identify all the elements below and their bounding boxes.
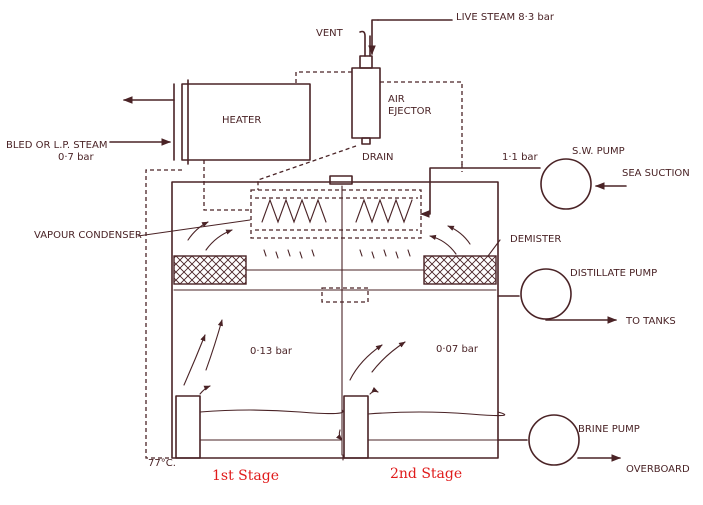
drain-label: DRAIN (362, 152, 394, 163)
bled-steam-label: BLED OR L.P. STEAM (6, 140, 108, 151)
vapour-condenser-label: VAPOUR CONDENSER (34, 230, 142, 241)
distillate-pump (520, 268, 572, 320)
to-tanks-label: TO TANKS (626, 316, 676, 327)
heater-to-shell (203, 160, 250, 211)
demister-right (423, 255, 497, 285)
condenser-tubes-2 (355, 198, 413, 224)
brine-pump (528, 414, 580, 466)
vent-label: VENT (316, 28, 343, 39)
heater-label: HEATER (222, 115, 262, 126)
distillate-pump-label: DISTILLATE PUMP (570, 268, 658, 279)
sw-pump-label: S.W. PUMP (572, 146, 625, 157)
air-ejector (351, 67, 381, 139)
air-ejector-label-2: EJECTOR (388, 106, 432, 117)
air-ejector-label-1: AIR (388, 94, 405, 105)
bled-pressure-label: 0·7 bar (58, 152, 94, 163)
heater (181, 83, 311, 161)
weir-stage1 (175, 395, 201, 459)
live-steam-label: LIVE STEAM 8·3 bar (456, 12, 554, 23)
condenser-tubes-1 (261, 198, 327, 224)
weir-stage2 (343, 395, 369, 459)
vapour-condenser (250, 189, 422, 239)
temperature-label: 77°C. (148, 458, 176, 469)
brine-level-stage2 (367, 411, 506, 417)
brine-pump-label: BRINE PUMP (578, 424, 640, 435)
sea-suction-label: SEA SUCTION (622, 168, 690, 179)
sw-supply (420, 167, 541, 218)
sw-pressure-label: 1·1 bar (502, 152, 538, 163)
condenser-top-cap (329, 175, 353, 185)
bled-loop (145, 169, 182, 459)
evaporator-shell (171, 181, 499, 459)
vent-pipe (359, 30, 371, 57)
sw-pump (540, 158, 592, 210)
demister-left (173, 255, 247, 285)
brine-level-stage1 (199, 409, 344, 415)
overboard-label: OVERBOARD (626, 464, 690, 475)
first-stage-label: 1st Stage (212, 468, 279, 484)
stage2-pressure-label: 0·07 bar (436, 344, 479, 355)
second-stage-label: 2nd Stage (390, 466, 463, 482)
stage1-pressure-label: 0·13 bar (250, 346, 293, 357)
distillate-tray (321, 287, 369, 303)
demister-label: DEMISTER (510, 234, 562, 245)
ejector-to-heater (295, 71, 352, 84)
